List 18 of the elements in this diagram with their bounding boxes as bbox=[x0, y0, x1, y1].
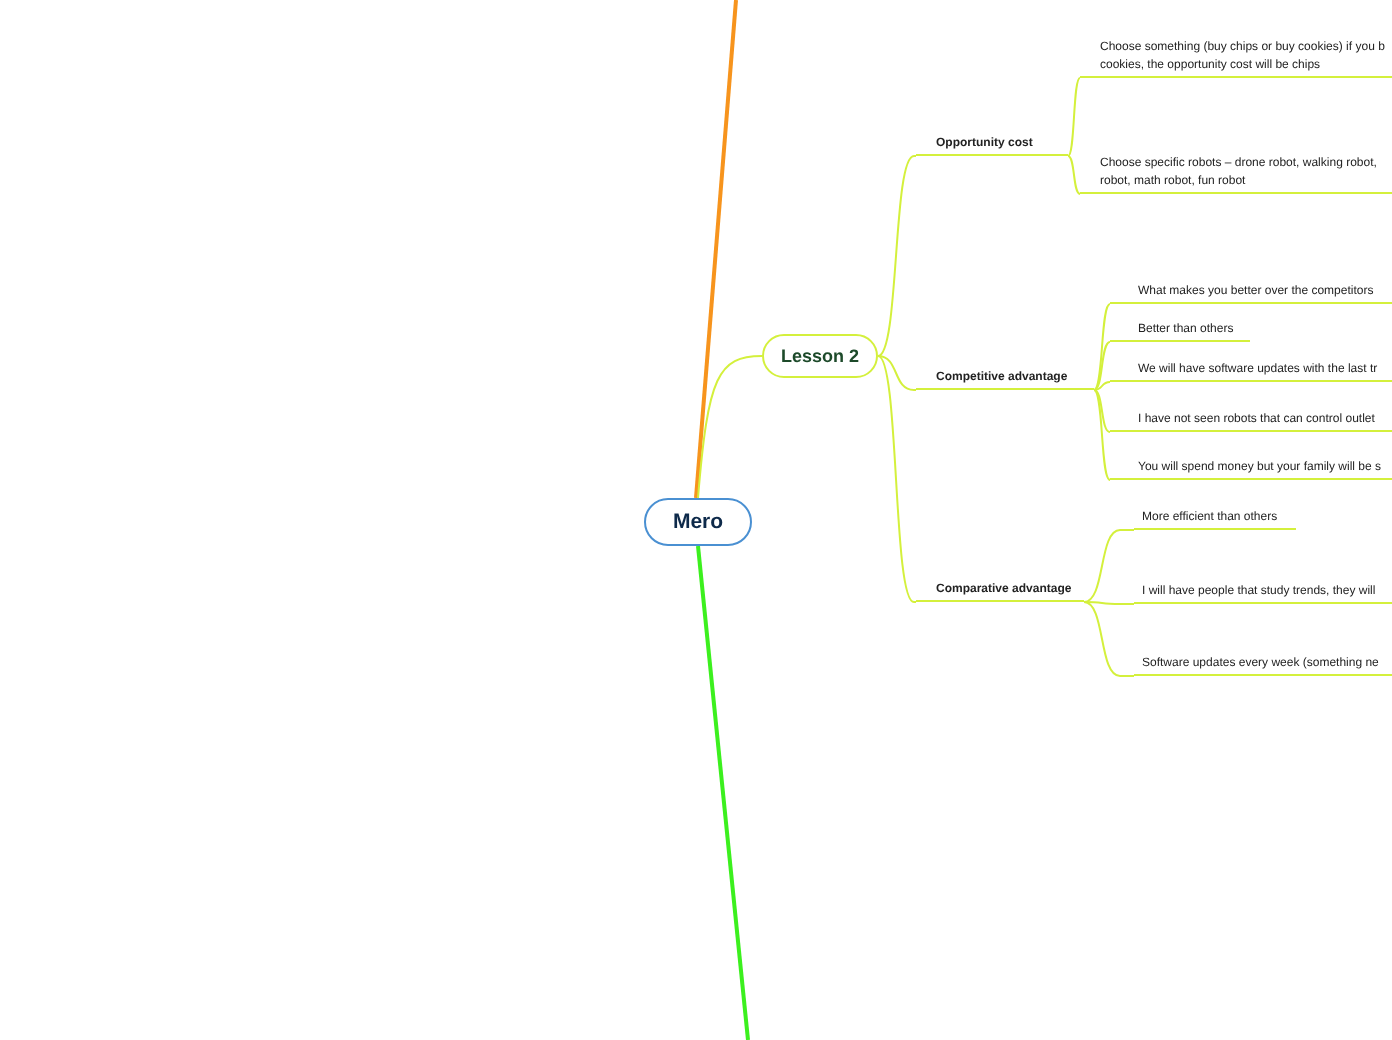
connector-line bbox=[1067, 77, 1081, 157]
connector-line bbox=[1093, 341, 1111, 391]
connector-line bbox=[877, 355, 917, 391]
connector-line bbox=[1093, 381, 1111, 391]
main-topic: Lesson 2 bbox=[762, 334, 878, 378]
connector-line bbox=[877, 355, 917, 603]
connector-line bbox=[1083, 529, 1135, 603]
connector-line bbox=[1093, 389, 1111, 481]
connector-line bbox=[877, 155, 917, 357]
central-topic: Mero bbox=[644, 498, 752, 546]
connector-line bbox=[1093, 303, 1111, 391]
connector-line bbox=[1083, 601, 1135, 677]
connector-line bbox=[1083, 601, 1135, 605]
connector-line bbox=[1093, 389, 1111, 433]
connector-line bbox=[694, 0, 738, 499]
connector-line bbox=[1067, 155, 1081, 195]
connector-line bbox=[697, 355, 763, 499]
connector-line bbox=[696, 545, 750, 1040]
